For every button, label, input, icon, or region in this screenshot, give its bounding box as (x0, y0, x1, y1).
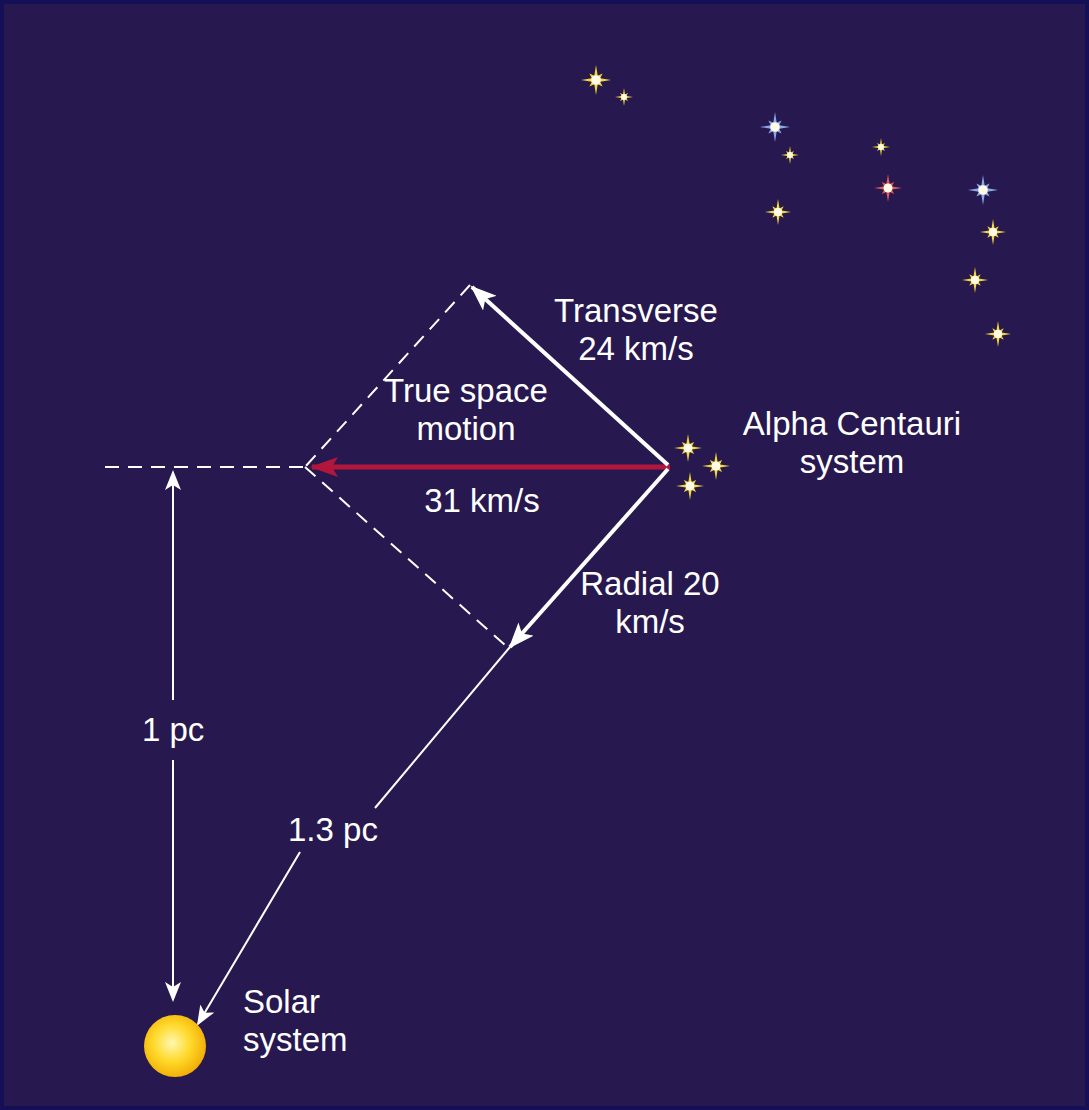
star-core (621, 94, 627, 100)
star-core (994, 330, 1002, 338)
velocity-label: Transverse 24 km/s (541, 292, 731, 368)
star (980, 219, 1006, 245)
star (702, 452, 730, 480)
star-core (978, 185, 988, 195)
star (968, 175, 998, 205)
star (962, 267, 988, 293)
sun (144, 1015, 206, 1077)
space-motion-arrow (312, 465, 670, 470)
star-core (770, 122, 780, 132)
star (674, 434, 702, 462)
star-core (774, 208, 782, 216)
distance-label: 1.3 pc (282, 811, 384, 849)
star (760, 112, 790, 142)
velocity-label: 31 km/s (392, 482, 572, 520)
sun-label: Solar system (243, 983, 383, 1059)
star-core (787, 152, 793, 158)
star (581, 65, 611, 95)
star-field (581, 65, 1011, 500)
star (765, 199, 791, 225)
star-core (712, 462, 721, 471)
star (615, 88, 633, 106)
star (872, 138, 890, 156)
motion-label: True space motion (366, 372, 566, 448)
distance-line (172, 472, 174, 700)
distance-line (172, 760, 174, 1000)
star-label: Alpha Centauri system (732, 405, 972, 481)
star-core (686, 482, 695, 491)
star-core (884, 184, 893, 193)
distance-label: 1 pc (136, 711, 210, 749)
velocity-label: Radial 20 km/s (580, 565, 720, 641)
star (781, 146, 799, 164)
star-core (684, 444, 693, 453)
star (985, 321, 1011, 347)
star-core (878, 144, 884, 150)
star (676, 472, 704, 500)
star-core (971, 276, 979, 284)
star-core (591, 75, 601, 85)
star-core (989, 228, 997, 236)
star (874, 174, 902, 202)
distance-line (375, 647, 510, 808)
